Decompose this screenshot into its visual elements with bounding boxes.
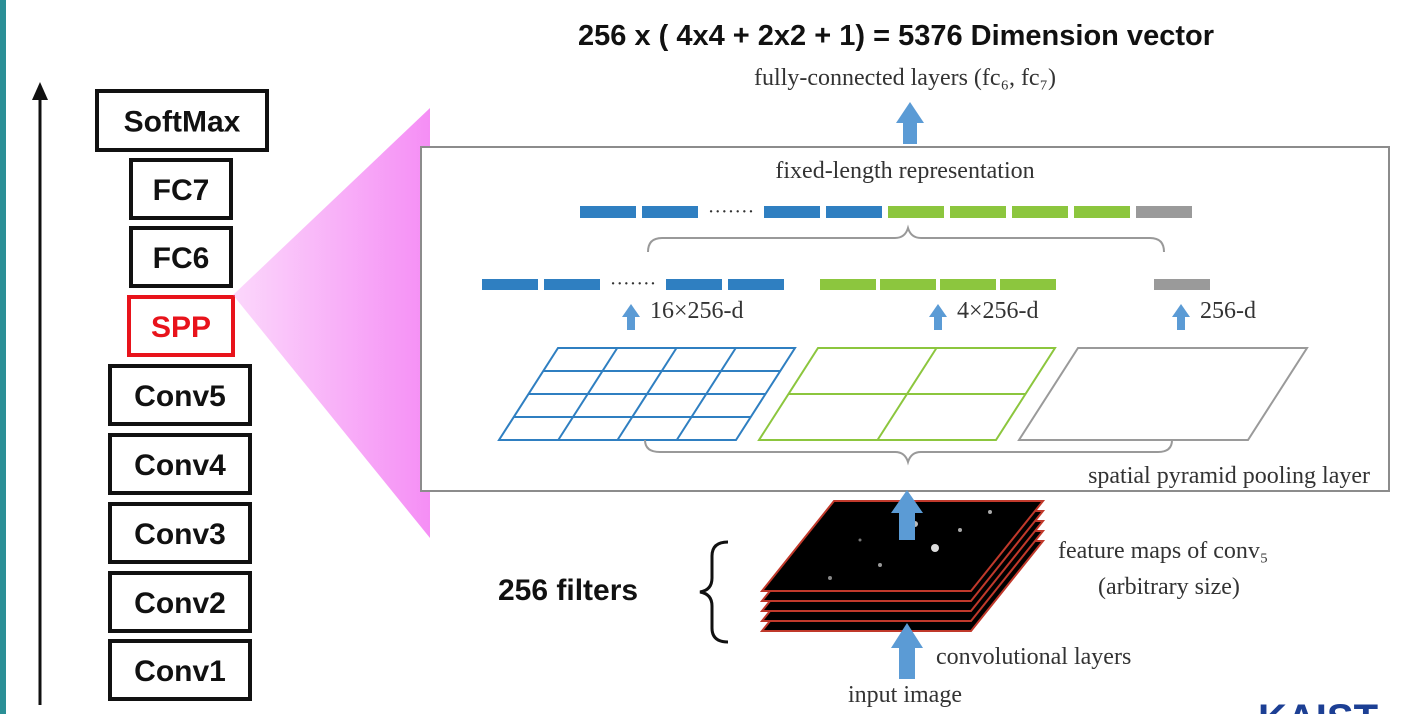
dim-16-label: 16×256-d: [650, 298, 744, 324]
pooled-16-segment: [482, 279, 538, 290]
input-image-label: input image: [848, 682, 962, 708]
vector-segment-green: [888, 206, 944, 218]
layer-label-fc6: FC6: [153, 242, 210, 275]
fixed-length-label: fixed-length representation: [775, 158, 1034, 184]
arrow-4: [929, 304, 947, 330]
spp-frame: [420, 146, 1390, 492]
arrow-to-spp: [891, 490, 923, 540]
pooled-16-segment: [728, 279, 784, 290]
layer-label-conv5: Conv5: [134, 380, 226, 413]
layer-box-conv3: [108, 502, 252, 564]
feature-maps-stack: [759, 500, 1046, 632]
dimension-heading: 256 x ( 4x4 + 2x2 + 1) = 5376 Dimension …: [578, 20, 1214, 52]
pooled-4-segment: [940, 279, 996, 290]
layer-box-conv5: [108, 364, 252, 426]
feature-maps-label: feature maps of conv₅: [1058, 538, 1268, 564]
layer-label-conv2: Conv2: [134, 587, 226, 620]
pooled-1-segment: [1154, 279, 1210, 290]
vector-dots: ·······: [708, 201, 755, 223]
layer-label-conv1: Conv1: [134, 655, 226, 688]
vector-segment-blue: [826, 206, 882, 218]
brand-logo-text: KAIST: [1258, 697, 1378, 714]
feature-maps-size-label: (arbitrary size): [1098, 574, 1240, 600]
conv-layers-label: convolutional layers: [936, 644, 1131, 670]
layer-label-conv4: Conv4: [134, 449, 226, 482]
layer-box-conv2: [108, 571, 252, 633]
vector-segment-blue: [580, 206, 636, 218]
pooled-4-segment: [1000, 279, 1056, 290]
fc-layers-label: fully-connected layers (fc₆, fc₇): [754, 65, 1056, 91]
concat-brace: [647, 224, 1165, 253]
arrow-1: [1172, 304, 1190, 330]
fixed-length-vector: ·······: [580, 201, 1192, 223]
arrow-to-fc: [896, 102, 924, 144]
filters-label: 256 filters: [498, 574, 638, 607]
spp-layer-label: spatial pyramid pooling layer: [1088, 463, 1370, 489]
vector-segment-green: [1012, 206, 1068, 218]
edge-strip: [0, 0, 6, 714]
layer-label-spp: SPP: [151, 311, 211, 344]
layer-box-conv4: [108, 433, 252, 495]
layer-order-arrowhead: [32, 82, 48, 100]
layer-box-spp: [127, 295, 235, 357]
pooled-4-segment: [880, 279, 936, 290]
filters-brace: [699, 540, 729, 644]
dim-4-label: 4×256-d: [957, 298, 1039, 324]
pooling-grid-2x2: [757, 347, 1057, 441]
layer-box-fc7: [129, 158, 233, 220]
dim-1-label: 256-d: [1200, 298, 1256, 324]
spp-zoom-wedge: [233, 108, 430, 538]
pooled-16-segment: [666, 279, 722, 290]
arrow-from-input: [891, 623, 923, 679]
vector-segment-blue: [642, 206, 698, 218]
layer-box-conv1: [108, 639, 252, 701]
layer-label-fc7: FC7: [153, 174, 210, 207]
pooling-grid-1x1: [1017, 347, 1309, 441]
vector-segment-green: [950, 206, 1006, 218]
pooled-vectors: ·······: [482, 273, 1210, 295]
arrow-16: [622, 304, 640, 330]
vector-segment-green: [1074, 206, 1130, 218]
vector-segment-blue: [764, 206, 820, 218]
pooling-brace: [644, 439, 1173, 466]
layer-box-fc6: [129, 226, 233, 288]
pooled-16-segment: [544, 279, 600, 290]
layer-label-conv3: Conv3: [134, 518, 226, 551]
pooled-dots: ·······: [610, 273, 657, 295]
layer-label-softmax: SoftMax: [124, 106, 241, 139]
pooled-4-segment: [820, 279, 876, 290]
pooling-grid-4x4: [497, 347, 797, 441]
layer-box-softmax: [95, 89, 269, 152]
vector-segment-gray: [1136, 206, 1192, 218]
